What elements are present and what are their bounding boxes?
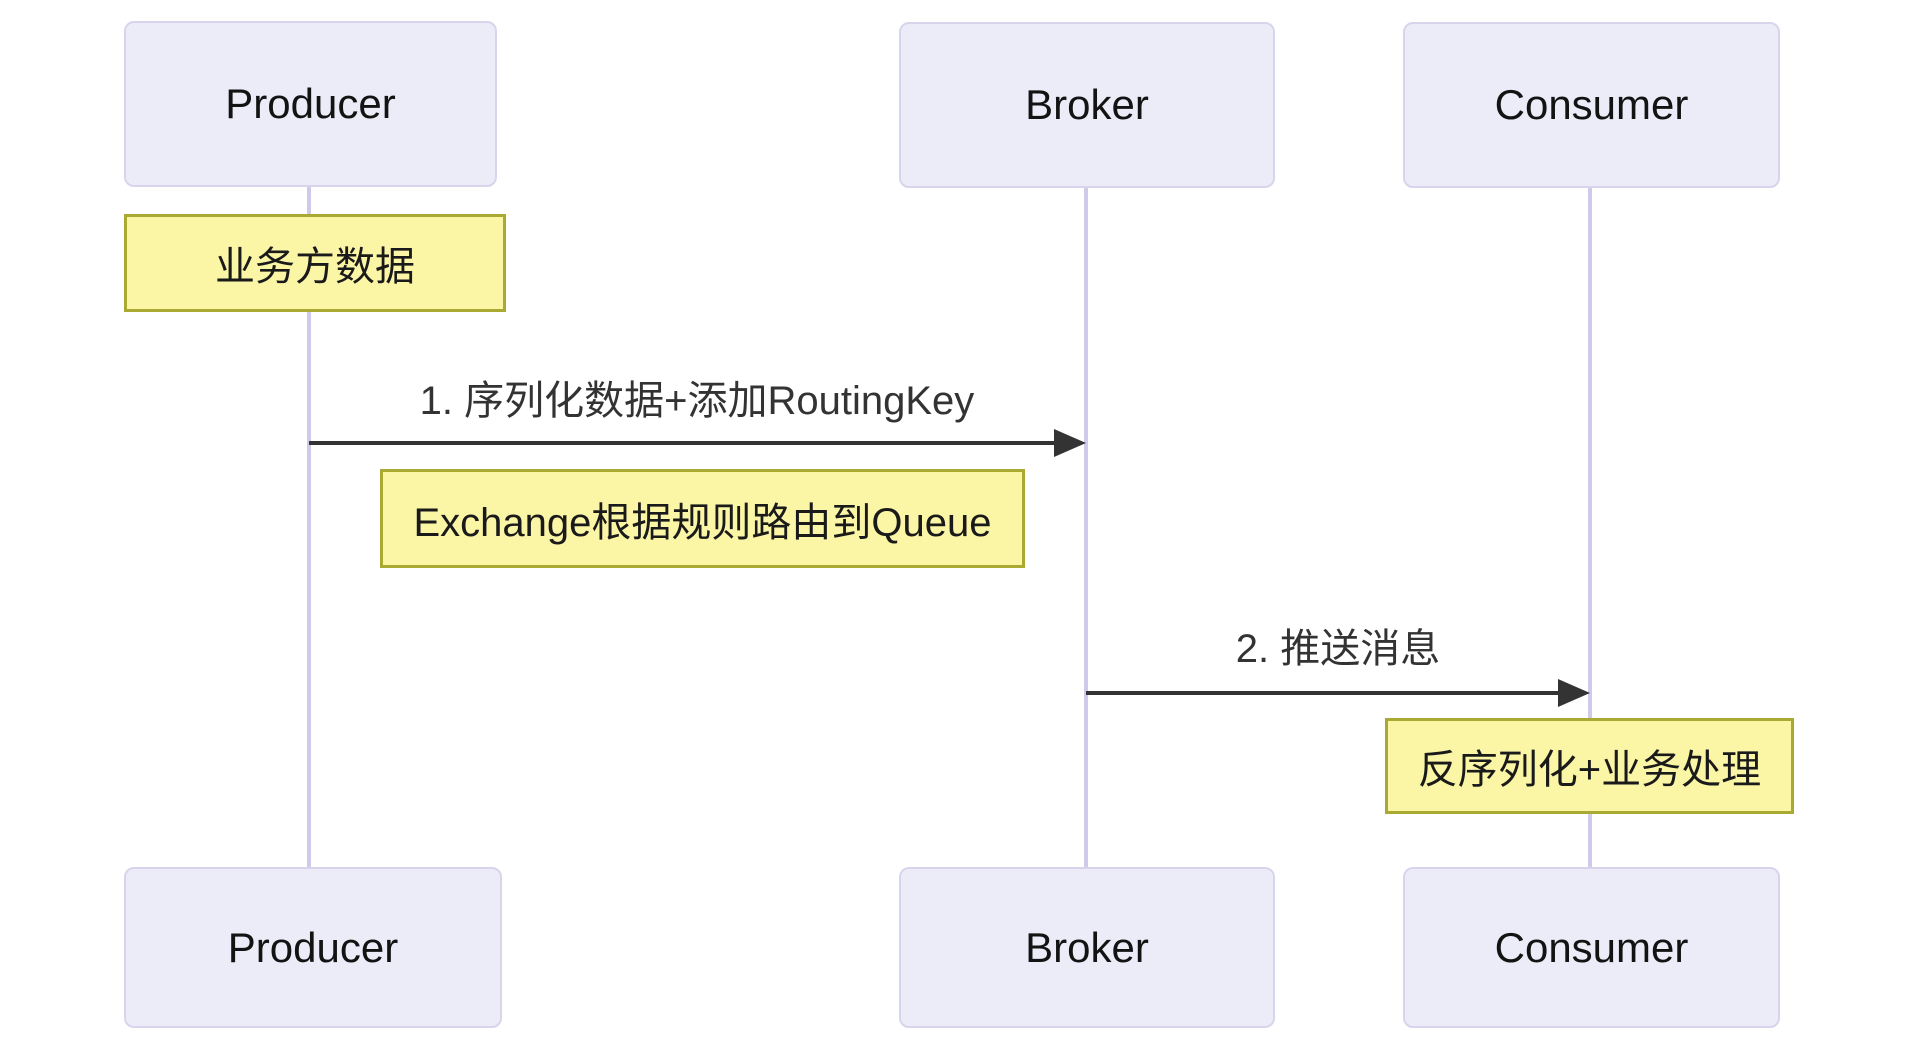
actor-label-broker: Broker bbox=[1025, 923, 1149, 971]
lifeline-broker bbox=[1084, 186, 1088, 868]
actor-label-consumer: Consumer bbox=[1494, 81, 1689, 128]
actor-label-consumer: Consumer bbox=[1494, 923, 1689, 971]
message-1-arrowhead-icon bbox=[1054, 429, 1086, 457]
actor-label-producer: Producer bbox=[225, 80, 396, 127]
message-2-label: 2. 推送消息 bbox=[1236, 616, 1440, 674]
message-1-line bbox=[309, 441, 1058, 445]
actor-box-producer-bottom: Producer bbox=[124, 867, 502, 1028]
message-2-text: 2. 推送消息 bbox=[1235, 627, 1441, 671]
note-exchange-routing-text: Exchange根据规则路由到Queue bbox=[413, 500, 992, 545]
actor-box-broker-bottom: Broker bbox=[899, 867, 1275, 1028]
actor-label-producer: Producer bbox=[227, 923, 399, 971]
message-1-text: 1. 序列化数据+添加RoutingKey bbox=[419, 379, 975, 423]
note-business-data: 业务方数据 bbox=[124, 214, 506, 312]
lifeline-consumer bbox=[1588, 186, 1592, 868]
note-business-data-text: 业务方数据 bbox=[215, 245, 415, 289]
message-2-line bbox=[1086, 691, 1558, 695]
lifeline-producer bbox=[307, 186, 311, 868]
actor-label-broker: Broker bbox=[1025, 81, 1149, 128]
actor-box-producer-top: Producer bbox=[124, 21, 497, 187]
actor-box-consumer-bottom: Consumer bbox=[1403, 867, 1780, 1028]
actor-box-consumer-top: Consumer bbox=[1403, 22, 1780, 188]
actor-box-broker-top: Broker bbox=[899, 22, 1275, 188]
message-2-arrowhead-icon bbox=[1558, 679, 1590, 707]
note-exchange-routing: Exchange根据规则路由到Queue bbox=[380, 469, 1025, 568]
note-deserialize-process: 反序列化+业务处理 bbox=[1385, 718, 1794, 814]
message-1-label: 1. 序列化数据+添加RoutingKey bbox=[420, 368, 975, 426]
note-deserialize-process-text: 反序列化+业务处理 bbox=[1417, 748, 1762, 792]
